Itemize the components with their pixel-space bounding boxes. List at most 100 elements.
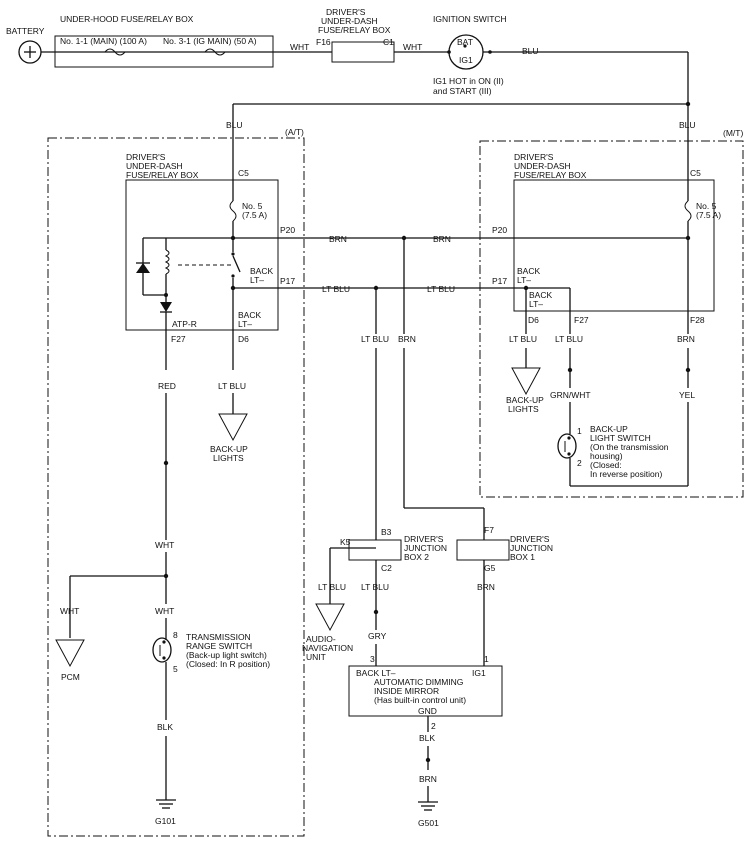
at-relay-contact (232, 255, 241, 273)
underdash-box-l1: DRIVER'S (326, 7, 366, 17)
at-backup-l1: BACK-UP (210, 444, 248, 454)
auto-dimming-mirror (348, 665, 503, 717)
trs-l4: (Closed: In R position) (186, 659, 270, 669)
at-back-lt-l1: BACK (238, 310, 261, 320)
center-wire-brn-g5: BRN (477, 582, 495, 592)
at-wire-wht-b: WHT (155, 606, 174, 616)
pcm-symbol (55, 639, 85, 668)
at-wire-red: RED (158, 381, 176, 391)
trs-l1: TRANSMISSION (186, 632, 251, 642)
underdash-box-l3: FUSE/RELAY BOX (318, 25, 391, 35)
jb2-k5: K5 (340, 537, 351, 547)
mt-backup-l2: LIGHTS (508, 404, 539, 414)
jb2-l2: JUNCTION (404, 543, 447, 553)
mt-back-a-l1: BACK (517, 266, 540, 276)
bat-label: BAT (457, 37, 473, 47)
mirror-gnd: GND (418, 706, 437, 716)
g101-ground-symbol (156, 799, 176, 809)
mirror-l1: AUTOMATIC DIMMING (374, 677, 463, 687)
jb2-l3: BOX 2 (404, 552, 429, 562)
at-back-lt-l2: LT– (238, 319, 252, 329)
mt-section-label: (M/T) (723, 128, 743, 138)
at-p20: P20 (280, 225, 295, 235)
mirror-l3: (Has built-in control unit) (374, 695, 466, 705)
fuse-ig-main-label: No. 3-1 (IG MAIN) (50 A) (163, 36, 257, 46)
at-wire-wht-c: WHT (60, 606, 79, 616)
at-wire-blk: BLK (157, 722, 173, 732)
at-relay-back-l1: BACK (250, 266, 273, 276)
g501-ground-symbol (418, 801, 438, 811)
mt-section-frame (479, 140, 744, 498)
wire-blu-top: BLU (522, 46, 539, 56)
center-wire-ltblu-k5: LT BLU (318, 582, 346, 592)
fuse-main-label: No. 1-1 (MAIN) (100 A) (60, 36, 147, 46)
at-section-label: (A/T) (285, 127, 304, 137)
mt-wire-grnwht: GRN/WHT (550, 390, 591, 400)
mt-wire-yel: YEL (679, 390, 695, 400)
at-backup-lights-symbol (218, 413, 248, 442)
wire-wht-2: WHT (403, 42, 422, 52)
at-box-l3: FUSE/RELAY BOX (126, 170, 199, 180)
at-pin5: 5 (173, 664, 178, 674)
at-wire-blu: BLU (226, 120, 243, 130)
at-f27: F27 (171, 334, 186, 344)
mt-p17: P17 (492, 276, 507, 286)
at-p17: P17 (280, 276, 295, 286)
trs-l3: (Back-up light switch) (186, 650, 267, 660)
mt-wire-brn: BRN (677, 334, 695, 344)
at-diode-2 (160, 302, 172, 312)
fuse-ig-main-symbol (204, 48, 226, 56)
underhood-box (54, 35, 274, 68)
mt-fuse-no5 (684, 200, 692, 222)
pcm-label: PCM (61, 672, 80, 682)
mt-pin2: 2 (577, 458, 582, 468)
ign-switch-label: IGNITION SWITCH (433, 14, 507, 24)
mt-backup-l1: BACK-UP (506, 395, 544, 405)
at-pin8: 8 (173, 630, 178, 640)
bls-l1: BACK-UP (590, 424, 628, 434)
junction-box-2 (348, 539, 402, 561)
mirror-pin1: 1 (484, 654, 489, 664)
c1-label: C1 (383, 37, 394, 47)
wire-wht-1: WHT (290, 42, 309, 52)
at-wire-wht-a: WHT (155, 540, 174, 550)
at-atp-r: ATP-R (172, 319, 197, 329)
at-fuse-l2: (7.5 A) (242, 210, 267, 220)
center-wire-brn-v: BRN (398, 334, 416, 344)
jb1-l3: BOX 1 (510, 552, 535, 562)
fuse-main-symbol (104, 48, 126, 56)
ig1-label: IG1 (459, 55, 473, 65)
center-wire-blk: BLK (419, 733, 435, 743)
audio-nav-symbol (315, 603, 345, 632)
at-relay-back-l2: LT– (250, 275, 264, 285)
jb2-l1: DRIVER'S (404, 534, 444, 544)
bls-l2: LIGHT SWITCH (590, 433, 651, 443)
mirror-l2: INSIDE MIRROR (374, 686, 439, 696)
jb1-l2: JUNCTION (510, 543, 553, 553)
jb1-g5: G5 (484, 563, 496, 573)
at-c5: C5 (238, 168, 249, 178)
bls-l4: housing) (590, 451, 623, 461)
ign-note-1: IG1 HOT in ON (II) (433, 76, 504, 86)
jb1-f7: F7 (484, 525, 494, 535)
center-wire-ltblu-v: LT BLU (361, 334, 389, 344)
bls-l3: (On the transmission (590, 442, 669, 452)
mt-f27: F27 (574, 315, 589, 325)
center-wire-brn-2: BRN (433, 234, 451, 244)
center-wire-ltblu-2: LT BLU (427, 284, 455, 294)
at-fuse-no5 (229, 200, 237, 222)
g101-label: G101 (155, 816, 176, 826)
mirror-pin3: 3 (370, 654, 375, 664)
center-wire-ltblu-c2: LT BLU (361, 582, 389, 592)
at-diode-1 (136, 263, 150, 273)
trs-l2: RANGE SWITCH (186, 641, 252, 651)
at-box-l2: UNDER-DASH (126, 161, 183, 171)
underdash-box-l2: UNDER-DASH (321, 16, 378, 26)
battery-label: BATTERY (6, 26, 45, 36)
mt-backup-lights-symbol (511, 367, 541, 396)
at-d6: D6 (238, 334, 249, 344)
at-backup-l2: LIGHTS (213, 453, 244, 463)
f16-label: F16 (316, 37, 331, 47)
mt-c5: C5 (690, 168, 701, 178)
